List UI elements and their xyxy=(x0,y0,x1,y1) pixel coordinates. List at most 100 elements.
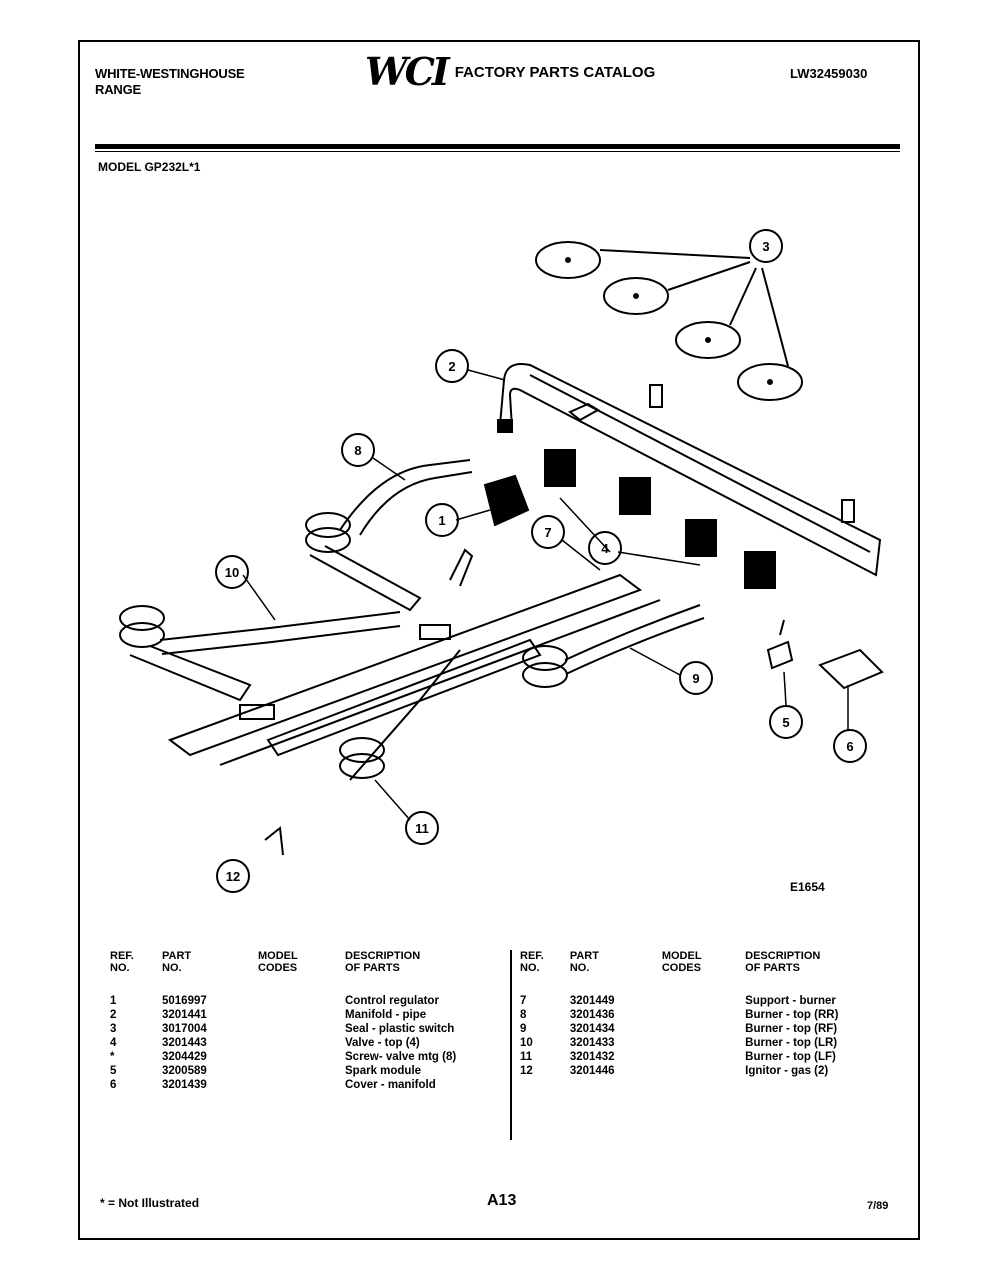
ref-cell: 6 xyxy=(110,1079,117,1091)
description-cell: Valve - top (4) xyxy=(345,1037,420,1049)
part-number-cell: 3201449 xyxy=(569,995,615,1007)
col-ref: REF.NO. xyxy=(110,950,134,974)
ref-cell: 12 xyxy=(520,1065,533,1077)
svg-text:8: 8 xyxy=(354,443,361,458)
model-code-cell xyxy=(662,1036,745,1050)
svg-text:10: 10 xyxy=(225,565,239,580)
ref-cell: 2 xyxy=(110,1009,117,1021)
brand-block: WHITE-WESTINGHOUSE RANGE xyxy=(95,66,245,98)
callout-9: 9 xyxy=(679,661,713,695)
callout-11: 11 xyxy=(405,811,439,845)
description-cell: Burner - top (RF) xyxy=(745,1023,838,1035)
footnote: * = Not Illustrated xyxy=(100,1196,200,1210)
svg-text:3: 3 xyxy=(762,239,769,254)
product-type: RANGE xyxy=(95,82,141,97)
plastic-switch-seals xyxy=(535,241,803,401)
model-code-cell xyxy=(258,1064,345,1078)
callout-numbers: 1 2 3 4 5 6 7 8 9 10 11 12 xyxy=(215,229,867,893)
model-code-cell xyxy=(258,1008,345,1022)
model-code-cell xyxy=(662,994,745,1008)
svg-text:9: 9 xyxy=(692,671,699,686)
model-code-cell xyxy=(662,1008,745,1022)
table-row: 11 3201432 Burner - top (LF) xyxy=(520,1050,900,1064)
revision-date: 7/89 xyxy=(867,1200,889,1212)
ref-cell: 5 xyxy=(110,1065,117,1077)
brand-name: WHITE-WESTINGHOUSE xyxy=(95,66,245,81)
part-number-cell: 5016997 xyxy=(162,995,207,1007)
description-cell: Screw- valve mtg (8) xyxy=(345,1051,457,1063)
manifold-pipe xyxy=(497,363,882,577)
model-code-cell xyxy=(258,1022,345,1036)
model-code-cell xyxy=(258,994,345,1008)
part-number-cell: 3201434 xyxy=(569,1023,615,1035)
part-number-cell: 3201432 xyxy=(569,1051,615,1063)
gas-ignitor xyxy=(264,826,284,856)
part-number-cell: 3017004 xyxy=(162,1023,207,1035)
callout-4: 4 xyxy=(588,531,622,565)
ref-cell: 11 xyxy=(520,1051,533,1063)
page-border xyxy=(78,40,920,1240)
table-row: 4 3201443 Valve - top (4) xyxy=(110,1036,505,1050)
table-row: 9 3201434 Burner - top (RF) xyxy=(520,1022,900,1036)
description-cell: Cover - manifold xyxy=(345,1079,436,1091)
svg-text:1: 1 xyxy=(438,513,445,528)
model-code-cell xyxy=(662,1050,745,1064)
svg-text:2: 2 xyxy=(448,359,455,374)
description-cell: Burner - top (LF) xyxy=(745,1051,836,1063)
ref-cell: 4 xyxy=(110,1037,117,1049)
callout-2: 2 xyxy=(435,349,469,383)
model-code-cell xyxy=(662,1064,745,1078)
callout-5: 5 xyxy=(769,705,803,739)
ref-cell: 1 xyxy=(110,995,117,1007)
description-cell: Spark module xyxy=(345,1065,422,1077)
table-row: 6 3201439 Cover - manifold xyxy=(110,1078,505,1092)
catalog-header: WCI FACTORY PARTS CATALOG xyxy=(365,52,655,92)
burner-valves xyxy=(544,449,776,589)
svg-text:5: 5 xyxy=(782,715,789,730)
model-code-cell xyxy=(258,1078,345,1092)
description-cell: Burner - top (LR) xyxy=(745,1037,838,1049)
page-number: A13 xyxy=(487,1192,517,1209)
description-cell: Manifold - pipe xyxy=(345,1009,427,1021)
table-row: 2 3201441 Manifold - pipe xyxy=(110,1008,505,1022)
part-number-cell: 3201443 xyxy=(162,1037,207,1049)
exploded-parts-diagram: 1 2 3 4 5 6 7 8 9 10 11 12 xyxy=(119,229,884,893)
model-code-cell xyxy=(258,1050,345,1064)
part-number-cell: 3201439 xyxy=(162,1079,207,1091)
callout-leaders xyxy=(242,369,849,821)
part-number-cell: 3201441 xyxy=(162,1009,207,1021)
callout-6: 6 xyxy=(833,729,867,763)
control-regulator xyxy=(483,474,530,527)
callout-3: 3 xyxy=(749,229,783,263)
part-number-cell: 3201436 xyxy=(569,1009,615,1021)
svg-text:11: 11 xyxy=(415,821,429,836)
col-ref: REF.NO. xyxy=(520,950,544,974)
part-number-cell: 3201433 xyxy=(569,1037,615,1049)
svg-text:12: 12 xyxy=(226,869,240,884)
svg-text:7: 7 xyxy=(544,525,551,540)
model-number: MODEL GP232L*1 xyxy=(98,160,201,174)
header-rule-thin xyxy=(95,151,900,152)
burner-assembly xyxy=(119,459,705,781)
ref-cell: * xyxy=(110,1051,115,1063)
callout-8: 8 xyxy=(341,433,375,467)
ref-cell: 9 xyxy=(520,1023,527,1035)
ref-cell: 8 xyxy=(520,1009,527,1021)
ref-cell: 3 xyxy=(110,1023,117,1035)
catalog-title: FACTORY PARTS CATALOG xyxy=(454,63,656,81)
table-divider xyxy=(510,950,512,1140)
